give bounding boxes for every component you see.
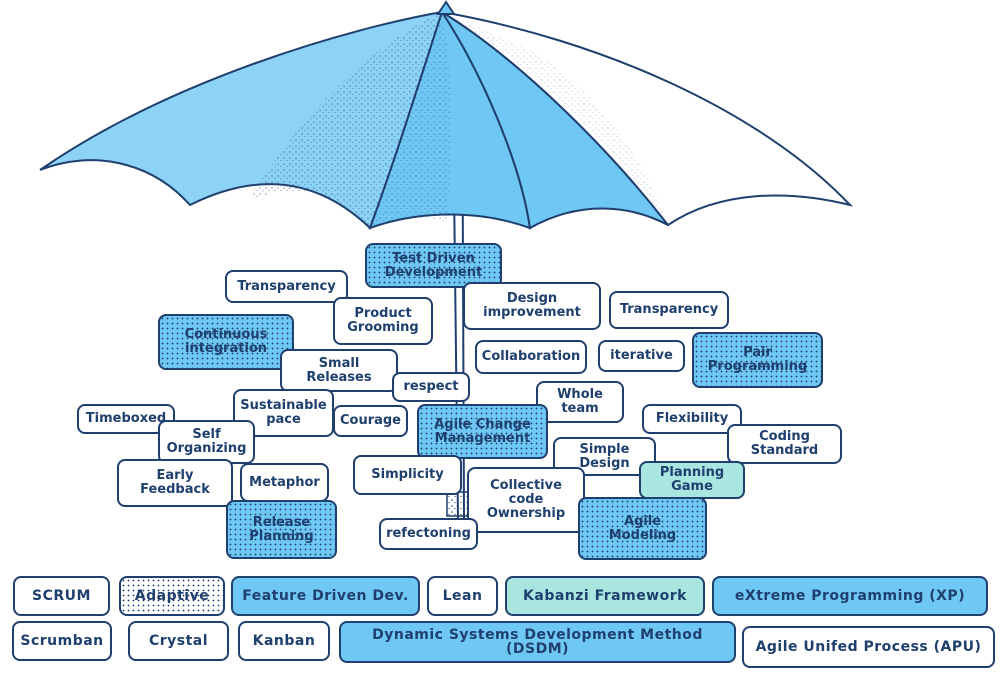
framework-scrumban: Scrumban bbox=[12, 621, 112, 661]
framework-kanban: Kanban bbox=[238, 621, 330, 661]
framework-feature-driven-dev: Feature Driven Dev. bbox=[231, 576, 420, 616]
framework-kabanzi: Kabanzi Framework bbox=[505, 576, 705, 616]
node-release-planning: Release Planning bbox=[226, 500, 337, 559]
node-respect: respect bbox=[392, 372, 470, 402]
node-collaboration: Collaboration bbox=[475, 340, 587, 374]
node-agile-change-management: Agile Change Management bbox=[417, 404, 548, 459]
node-simplicity: Simplicity bbox=[353, 455, 462, 495]
node-pair-programming: Pair Programming bbox=[692, 332, 823, 388]
framework-crystal: Crystal bbox=[128, 621, 229, 661]
framework-agile-unified-process: Agile Unifed Process (APU) bbox=[742, 626, 995, 668]
node-planning-game: Planning Game bbox=[639, 461, 745, 499]
framework-adaptive: Adaptive bbox=[119, 576, 225, 616]
node-courage: Courage bbox=[333, 405, 408, 437]
framework-scrum: SCRUM bbox=[13, 576, 110, 616]
node-agile-modeling: Agile Modeling bbox=[578, 497, 707, 560]
node-continuous-integration: Continuous integration bbox=[158, 314, 294, 370]
node-self-organizing: Self Organizing bbox=[158, 420, 255, 464]
node-iterative: iterative bbox=[598, 340, 685, 372]
framework-lean: Lean bbox=[427, 576, 498, 616]
node-design-improvement: Design improvement bbox=[463, 282, 601, 330]
node-small-releases: Small Releases bbox=[280, 349, 398, 392]
node-refectoning: refectoning bbox=[379, 518, 478, 550]
node-transparency-left: Transparency bbox=[225, 270, 348, 303]
node-flexibility: Flexibility bbox=[642, 404, 742, 434]
node-coding-standard: Coding Standard bbox=[727, 424, 842, 464]
node-test-driven-development: Test Driven Development bbox=[365, 243, 502, 288]
node-metaphor: Metaphor bbox=[240, 463, 329, 502]
umbrella-tip bbox=[436, 0, 456, 15]
node-product-grooming: Product Grooming bbox=[333, 297, 433, 345]
framework-dsdm: Dynamic Systems Development Method (DSDM… bbox=[339, 621, 736, 663]
node-transparency-right: Transparency bbox=[609, 291, 729, 329]
node-whole-team: Whole team bbox=[536, 381, 624, 423]
framework-extreme-programming: eXtreme Programming (XP) bbox=[712, 576, 988, 616]
umbrella-panel-left-shade bbox=[250, 12, 442, 228]
node-early-feedback: Early Feedback bbox=[117, 459, 233, 507]
node-collective-code-ownership: Collective code Ownership bbox=[467, 467, 585, 533]
